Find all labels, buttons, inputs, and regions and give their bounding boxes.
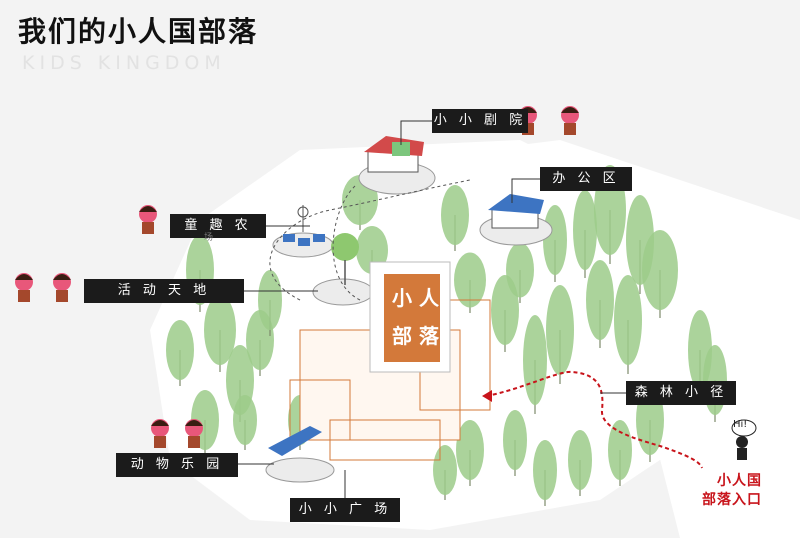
leader-line [400,120,432,145]
tree-canopy [258,270,282,330]
label-farm[interactable]: 童 趣 农 [170,214,266,238]
label-office[interactable]: 办 公 区 [540,167,632,191]
tree-canopy [533,440,557,500]
entrance-label[interactable]: 小人国 部落入口 [702,472,762,510]
tree-canopy [546,285,574,375]
tree-canopy [491,275,519,345]
tree-group [166,165,727,506]
tree-canopy [166,320,194,380]
tree-canopy [573,190,597,270]
kid-hair [139,206,157,212]
label-forest-path[interactable]: 森 林 小 径 [626,381,736,405]
label-zoo[interactable]: 动 物 乐 园 [116,453,238,477]
walking-path [332,185,361,301]
tree-canopy [441,185,469,245]
tree-canopy [204,295,236,365]
office-building [479,194,553,246]
kid-body [18,290,30,302]
kid-body [154,436,166,448]
kid-hair [151,420,169,426]
tree-canopy [543,205,567,275]
entrance-line-2: 部落入口 [702,492,762,508]
tree-canopy [456,420,484,480]
label-plaza[interactable]: 小 小 广 场 [290,498,400,522]
page-title: 我们的小人国部落 [18,15,259,48]
label-activity[interactable]: 活 动 天 地 [84,279,244,303]
page-subtitle: KIDS KINGDOM [22,52,226,74]
tree-canopy [433,445,457,495]
tree-canopy [503,410,527,470]
kid-hair [185,420,203,426]
tree-canopy [568,430,592,490]
kid-hair [15,274,33,280]
walking-path [269,179,471,301]
entrance-figure [731,419,757,460]
path-arrow-icon [482,390,492,402]
kid-body [56,290,68,302]
tree-canopy [642,230,678,310]
central-complex [289,261,491,461]
kid-body [188,436,200,448]
label-farm-extra: 场 [204,233,214,243]
sign-line-1: 小 人 [392,286,439,310]
zoo-area [265,426,335,483]
tree-canopy [614,275,642,365]
kid-hair [53,274,71,280]
theater-building [358,136,436,195]
kingdom-sign [384,274,440,362]
greeting-bubble-text: Hi! [733,419,748,430]
leader-line [511,178,540,203]
kid-body [142,222,154,234]
tree-canopy [586,260,614,340]
forest-path [485,370,703,469]
kid-body [564,123,576,135]
kid-hair [561,107,579,113]
tree-canopy [233,395,257,445]
tree-canopy [454,252,486,308]
tree-canopy [523,315,547,405]
tree-canopy [608,420,632,480]
label-theater[interactable]: 小 小 剧 院 [432,109,528,133]
sign-line-2: 部 落 [392,324,439,348]
entrance-line-1: 小人国 [717,473,762,489]
